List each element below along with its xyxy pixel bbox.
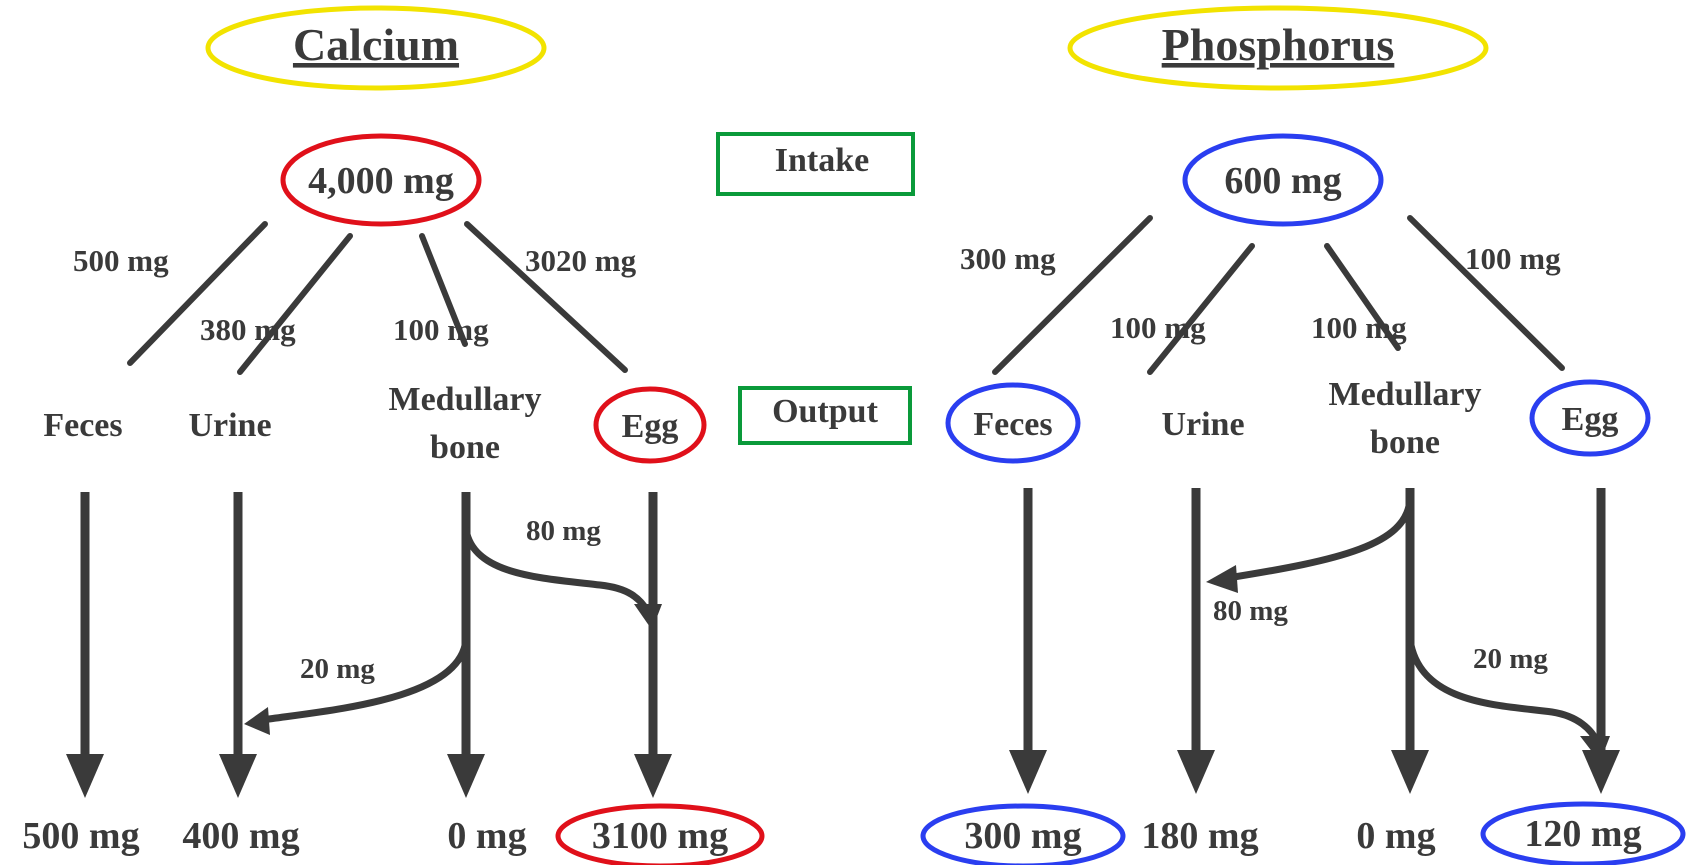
calcium-split-line-feces xyxy=(127,221,268,366)
calcium-title-ellipse xyxy=(205,5,547,91)
phosphorus-intake-ellipse xyxy=(1182,133,1384,227)
phosphorus-total-egg: 120 mg xyxy=(1524,813,1641,855)
calcium-split-urine-label: 380 mg xyxy=(200,312,296,347)
calcium-split-bone-label: 100 mg xyxy=(393,312,489,347)
legend-intake-box xyxy=(716,132,915,196)
phosphorus-split-feces-label: 300 mg xyxy=(960,241,1056,276)
phosphorus-split-line-bone xyxy=(1324,243,1401,351)
phosphorus-total-feces: 300 mg xyxy=(964,815,1081,857)
phosphorus-arrowhead-egg xyxy=(1582,750,1620,794)
legend: Intake Output xyxy=(716,132,915,445)
calcium-egg-ellipse xyxy=(593,386,707,464)
phosphorus-transfer-curve-bone-to-egg xyxy=(1406,636,1601,746)
phosphorus-split-bone-label: 100 mg xyxy=(1311,310,1407,345)
calcium-output-urine: Urine xyxy=(188,407,271,444)
calcium-title: Calcium xyxy=(293,19,459,70)
phosphorus-split-line-egg xyxy=(1407,215,1565,371)
phosphorus-transfer-curve-bone-to-urine xyxy=(1224,496,1414,582)
phosphorus-output-feces: Feces xyxy=(973,406,1052,443)
calcium-transfer-curve-bone-to-urine xyxy=(258,636,470,724)
calcium-transfer-bone-to-egg-label: 80 mg xyxy=(526,515,601,547)
calcium-total-egg-ellipse xyxy=(555,803,765,865)
phosphorus-total-egg-ellipse xyxy=(1480,801,1686,865)
legend-intake-label: Intake xyxy=(775,142,869,179)
phosphorus-egg-ellipse xyxy=(1529,379,1651,457)
phosphorus-output-bone-line1: Medullary xyxy=(1329,376,1482,413)
phosphorus-panel: Phosphorus 600 mg 300 mg 100 mg 100 mg 1… xyxy=(920,5,1686,865)
phosphorus-arrowhead-feces xyxy=(1009,750,1047,794)
calcium-panel: Calcium 4,000 mg 500 mg 380 mg 100 mg 30… xyxy=(22,5,765,865)
calcium-output-egg: Egg xyxy=(622,408,679,445)
calcium-arrowhead-bone xyxy=(447,754,485,798)
phosphorus-split-line-urine xyxy=(1147,243,1255,375)
phosphorus-output-bone-line2: bone xyxy=(1370,424,1440,461)
phosphorus-total-urine: 180 mg xyxy=(1141,815,1258,857)
phosphorus-arrowhead-urine xyxy=(1177,750,1215,794)
calcium-split-egg-label: 3020 mg xyxy=(525,243,637,278)
calcium-transfer-head-bone-to-urine xyxy=(244,707,270,735)
phosphorus-transfer-head-bone-to-egg xyxy=(1580,736,1610,762)
phosphorus-split-line-feces xyxy=(992,215,1153,375)
calcium-total-urine: 400 mg xyxy=(182,815,299,857)
phosphorus-feces-ellipse xyxy=(945,382,1081,464)
phosphorus-transfer-bone-to-egg-label: 20 mg xyxy=(1473,643,1548,675)
phosphorus-transfer-bone-to-urine-label: 80 mg xyxy=(1213,595,1288,627)
calcium-transfer-curve-bone-to-egg xyxy=(462,526,652,616)
calcium-output-bone-line2: bone xyxy=(430,429,500,466)
legend-output-box xyxy=(738,386,912,445)
phosphorus-intake-value: 600 mg xyxy=(1224,160,1341,202)
phosphorus-split-egg-label: 100 mg xyxy=(1465,241,1561,276)
phosphorus-output-egg: Egg xyxy=(1562,401,1619,438)
phosphorus-title-ellipse xyxy=(1067,5,1489,91)
phosphorus-split-urine-label: 100 mg xyxy=(1110,310,1206,345)
calcium-intake-ellipse xyxy=(280,133,482,227)
calcium-total-feces: 500 mg xyxy=(22,815,139,857)
phosphorus-total-feces-ellipse xyxy=(920,803,1126,865)
phosphorus-arrowhead-bone xyxy=(1391,750,1429,794)
calcium-arrowhead-feces xyxy=(66,754,104,798)
legend-output-label: Output xyxy=(772,393,878,430)
calcium-arrowhead-egg xyxy=(634,754,672,798)
calcium-split-line-urine xyxy=(237,233,353,375)
calcium-transfer-bone-to-urine-label: 20 mg xyxy=(300,653,375,685)
phosphorus-transfer-head-bone-to-urine xyxy=(1206,565,1238,593)
calcium-arrowhead-urine xyxy=(219,754,257,798)
phosphorus-title: Phosphorus xyxy=(1162,19,1395,70)
calcium-transfer-head-bone-to-egg xyxy=(634,604,662,630)
calcium-split-line-egg xyxy=(464,221,628,373)
calcium-total-bone: 0 mg xyxy=(447,815,526,857)
calcium-output-feces: Feces xyxy=(43,407,122,444)
calcium-split-feces-label: 500 mg xyxy=(73,243,169,278)
phosphorus-total-bone: 0 mg xyxy=(1356,815,1435,857)
calcium-intake-value: 4,000 mg xyxy=(308,160,454,202)
calcium-total-egg: 3100 mg xyxy=(592,815,728,857)
phosphorus-output-urine: Urine xyxy=(1161,406,1244,443)
calcium-output-bone-line1: Medullary xyxy=(389,381,542,418)
calcium-split-line-bone xyxy=(419,233,468,347)
